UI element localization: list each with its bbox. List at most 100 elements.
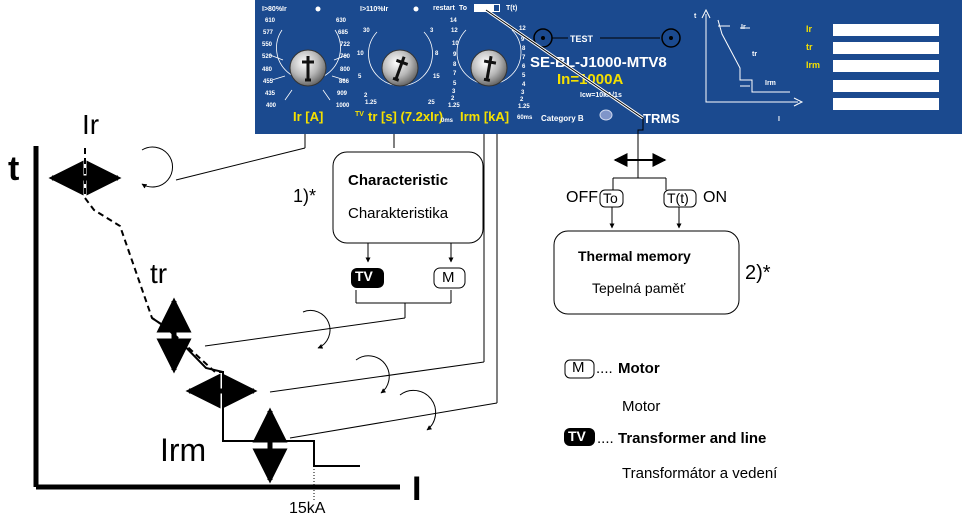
model-label: SE-BL-J1000-MTV8 [530,54,667,71]
ir-graph-label: Ir [82,109,100,140]
ir-scale: 610 577 550 520 480 455 435 400 630 685 … [262,18,351,109]
irm-scale-label: 9 [453,52,457,58]
ir-scale-label: 722 [340,42,351,48]
tt-switch-label: T(t) [506,5,517,12]
irm-scale-label: 12 [519,26,526,32]
irm-scale-label: 7 [453,71,457,77]
irm-scale-label: 1.25 [448,103,460,109]
mini-curve [701,8,804,107]
mini-curve-ir-label: Ir [741,24,746,31]
test-connector-right-icon[interactable] [661,28,681,48]
m-option-label: M [442,269,455,286]
ir-scale-label: 760 [340,54,351,60]
ir-led-icon [315,6,321,12]
tr-scale-label: 25 [428,100,435,106]
tr-scale-label: 1.25 [365,100,377,106]
thermal-memory-note: 2)* [745,262,771,284]
legend-m-symbol: M [572,359,585,376]
trip-unit-panel: I>80%Ir I>110%Ir restart To T(t) 610 577… [255,0,962,134]
tr-scale-label: 10 [357,51,364,57]
tr-scale-label: 5 [358,74,362,80]
legend-tv-dots: .... [597,430,614,447]
irm-scale-label: 2 [520,97,524,103]
tv-option[interactable] [351,268,384,288]
ir-scale-label: 800 [340,67,351,73]
ir-scale-label: 909 [337,91,348,97]
ir-scale-label: 610 [265,18,276,24]
ir-scale-label: 520 [262,54,273,60]
ir-scale-label: 577 [263,30,274,36]
tr-knob-label: tr [s] (7.2xIr) [368,109,443,124]
ir-scale-label: 630 [336,18,347,24]
legend-tv-title: Transformer and line [618,430,767,447]
t-axis-label: t [8,150,20,188]
memory-switch[interactable] [474,4,500,12]
tt-option[interactable] [663,189,697,208]
irm-scale-label: 6 [522,64,526,70]
irm-scale-label: 7 [522,55,526,61]
thermal-memory-subtitle: Tepelná paměť [592,280,686,296]
irm-scale-label: 9 [521,37,525,43]
tr-scale: 30 10 5 2 1.25 3 8 15 25 [357,28,440,106]
ir-scale-label: 866 [339,79,350,85]
mini-curve-i-label: I [778,116,780,123]
15ka-label: 15kA [289,500,326,517]
trms-label: TRMS [643,111,680,126]
ir-scale-label: 685 [338,30,349,36]
irm-scale-label: 1.25 [518,104,530,110]
ir-scale-label: 480 [262,67,273,73]
legend-m-dots: .... [596,360,613,377]
panel-label-fields [833,24,939,110]
irm-scale-label: 5 [453,81,457,87]
mini-curve-tr-label: tr [752,51,757,58]
irm-scale-label: 5 [522,73,526,79]
rotate-tr-icon [302,310,331,349]
ir-scale-label: 455 [263,79,274,85]
connector-lines [175,118,667,439]
tr-0ms-label: 0ms [441,118,454,124]
tr-scale-label: 15 [433,74,440,80]
characteristic-title: Characteristic [348,172,449,189]
irm-scale-label: 2 [451,96,455,102]
to-option-label: To [603,190,618,206]
tv-option-label: TV [355,268,373,284]
irm-knob-label: Irm [kA] [460,109,509,124]
tt-option-label: T(t) [667,190,689,206]
restart-label: restart [433,5,455,12]
mini-curve-t-label: t [694,13,697,20]
icw-label: Icw=10kA/1s [580,92,622,99]
characteristic-box [332,151,484,244]
irm-knob-pointer-icon [483,55,497,82]
rotate-ir-icon [141,146,173,189]
m-option[interactable] [433,267,466,289]
rotate-icons [141,146,437,431]
irm-scale-label: 14 [450,18,457,24]
rotate-irm2-icon [399,389,437,431]
tr-scale-label: 2 [364,93,368,99]
test-label: TEST [570,34,594,44]
irm-scale-label: 12 [451,28,458,34]
panel-legend-irm: Irm [806,60,820,70]
memory-on-label: ON [703,189,727,206]
to-switch-label: To [459,5,467,12]
irm-scale-label: 3 [521,90,525,96]
characteristic-note: 1)* [293,186,317,206]
mini-curve-irm-label: Irm [765,80,776,87]
legend-m-title: Motor [618,360,660,377]
tr-led-icon [413,6,419,12]
irm-scale-label: 3 [452,89,456,95]
irm-graph-label: Irm [160,432,207,468]
tv-knob-label: TV [355,111,364,118]
ir-knob-pointer-icon [302,56,314,82]
thermal-memory-box [553,230,740,315]
memory-off-label: OFF [566,189,598,206]
ir-scale-label: 1000 [336,103,350,109]
legend-tv-symbol-box [564,428,595,446]
ir-threshold-label: I>80%Ir [262,6,287,13]
legend-m-subtitle: Motor [622,398,661,415]
time-current-graph [33,146,437,500]
irm-scale-label: 8 [522,46,526,52]
characteristic-subtitle: Charakteristika [348,205,449,222]
i-axis-label: I [412,470,422,508]
